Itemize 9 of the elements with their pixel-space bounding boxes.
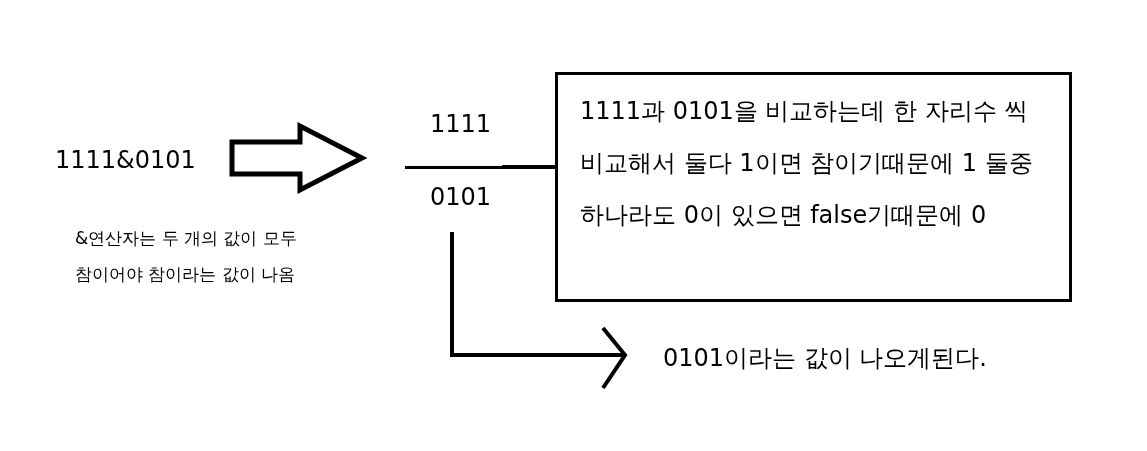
text-box	[555, 72, 1072, 302]
result-text: 0101이라는 값이 나오게된다.	[663, 343, 988, 374]
arrow	[450, 232, 628, 390]
arrow	[229, 121, 368, 195]
explanation-text: 1111과 0101을 비교하는데 한 자리수 씩 비교해서 둘다 1이면 참이기때문에 1 둘중 하나라도 0이 있으면 false기때문에 0	[580, 96, 1034, 231]
note-text: &연산자는 두 개의 값이 모두 참이어야 참이라는 값이 나옴	[75, 227, 298, 286]
binary-number: 0101	[430, 183, 492, 211]
binary-number: 1111	[430, 110, 492, 138]
expression-text: 1111&0101	[55, 145, 197, 176]
